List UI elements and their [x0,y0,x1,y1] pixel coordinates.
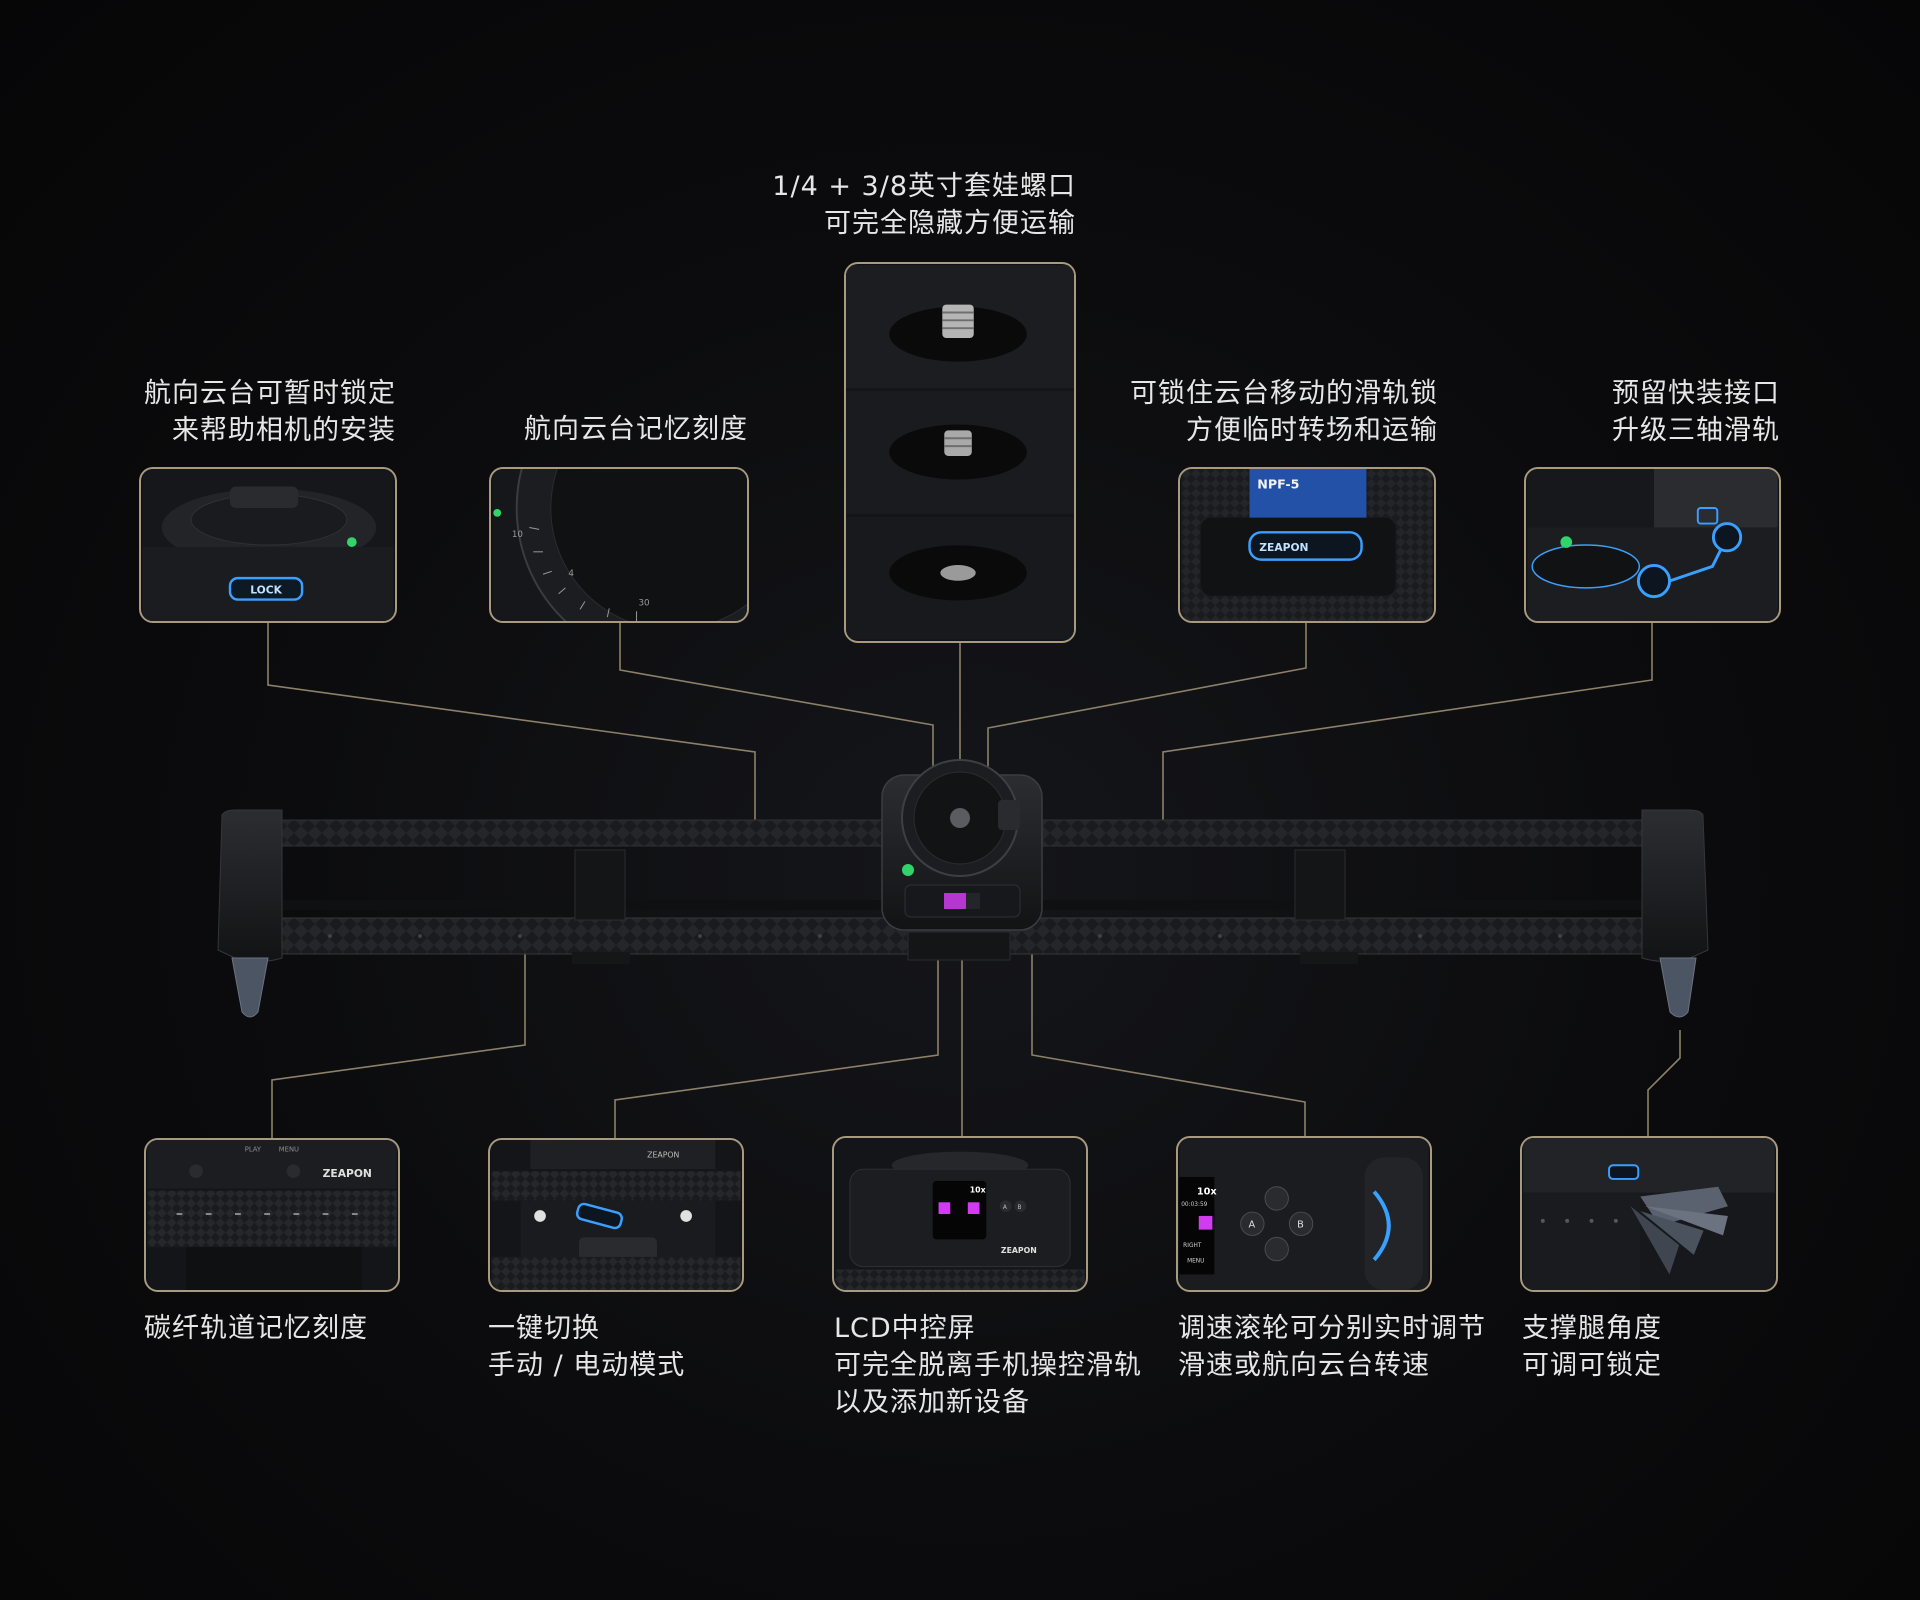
carbon-brand: ZEAPON [323,1167,372,1180]
quick-mount-illustration [1527,469,1778,621]
screw-illustration [846,265,1074,640]
carbon-menu-label: MENU [279,1146,299,1154]
card-pan-lock: LOCK [139,467,397,623]
caption-speed-wheel-line2: 滑速或航向云台转速 [1178,1350,1430,1381]
battery-label: NPF-5 [1257,476,1299,491]
mode-brand: ZEAPON [647,1151,679,1160]
scale-tick-c: 30 [638,598,649,608]
rail-end-cap-left [217,809,283,962]
card-quick-mount [1524,467,1781,623]
scale-tick-a: 10 [512,530,523,540]
leg-right [1659,957,1697,1018]
card-speed-wheel: 10x 00:03:59 RIGHT MENU A B [1176,1136,1432,1292]
caption-leg-angle-line1: 支撑腿角度 [1522,1313,1662,1344]
wheel-right: RIGHT [1183,1243,1202,1249]
caption-lcd-line3: 以及添加新设备 [834,1387,1030,1418]
card-rail-lock: NPF-5 ZEAPON [1178,467,1436,623]
caption-mode-switch-line2: 手动 / 电动模式 [488,1350,686,1381]
caption-mode-switch-line1: 一键切换 [488,1313,600,1344]
caption-quick-mount: 预留快装接口 升级三轴滑轨 [1500,375,1780,449]
card-lcd: 10x A B ZEAPON [832,1136,1088,1292]
wheel-btn-a: A [1248,1220,1255,1231]
caption-rail-lock-line1: 可锁住云台移动的滑轨锁 [1130,378,1438,409]
caption-rail-lock-line2: 方便临时转场和运输 [1186,415,1438,446]
lcd-btn-a: A [1003,1205,1007,1211]
card-carbon-scale: PLAY MENU ZEAPON [144,1138,400,1292]
caption-screw: 1/4 + 3/8英寸套娃螺口 可完全隐藏方便运输 [760,168,1076,242]
caption-pan-scale-line1: 航向云台记忆刻度 [524,414,748,445]
caption-leg-angle-line2: 可调可锁定 [1522,1350,1662,1381]
caption-pan-lock-line1: 航向云台可暂时锁定 [144,378,396,409]
caption-carbon-scale-line1: 碳纤轨道记忆刻度 [144,1313,368,1344]
caption-speed-wheel-line1: 调速滚轮可分别实时调节 [1178,1313,1486,1344]
scale-tick-b: 4 [568,569,574,579]
leg-left [231,957,269,1018]
caption-speed-wheel: 调速滚轮可分别实时调节 滑速或航向云台转速 [1178,1310,1486,1384]
caption-screw-line1: 1/4 + 3/8英寸套娃螺口 [772,171,1076,202]
caption-lcd-line1: LCD中控屏 [834,1313,976,1344]
caption-carbon-scale: 碳纤轨道记忆刻度 [144,1310,368,1347]
rail-support-right [1294,849,1346,921]
lcd-illustration: 10x A B ZEAPON [835,1138,1085,1290]
pan-lock-illustration: LOCK [142,469,394,621]
leg-angle-illustration [1523,1138,1775,1290]
caption-lcd: LCD中控屏 可完全脱离手机操控滑轨 以及添加新设备 [834,1310,1142,1421]
carbon-scale-illustration: PLAY MENU ZEAPON [147,1140,397,1290]
rail-lock-illustration: NPF-5 ZEAPON [1181,469,1433,621]
caption-mode-switch: 一键切换 手动 / 电动模式 [488,1310,685,1384]
rail-end-cap-right [1641,809,1709,962]
caption-screw-line2: 可完全隐藏方便运输 [824,208,1076,239]
caption-leg-angle: 支撑腿角度 可调可锁定 [1522,1310,1662,1384]
caption-pan-lock-line2: 来帮助相机的安装 [172,415,396,446]
card-pan-scale: 10 4 30 [489,467,749,623]
caption-quick-mount-line2: 升级三轴滑轨 [1612,415,1780,446]
carbon-play-label: PLAY [245,1146,262,1154]
rail-lock-brand: ZEAPON [1259,541,1308,554]
lcd-brand: ZEAPON [1001,1246,1037,1255]
wheel-menu: MENU [1187,1259,1204,1265]
caption-lcd-line2: 可完全脱离手机操控滑轨 [834,1350,1142,1381]
mode-switch-illustration: ZEAPON [491,1140,741,1290]
caption-quick-mount-line1: 预留快装接口 [1612,378,1780,409]
rail-support-left [574,849,626,921]
wheel-speed: 10x [1197,1187,1218,1198]
carriage-led [902,864,914,876]
wheel-btn-b: B [1297,1220,1304,1231]
lcd-speed: 10x [970,1186,986,1195]
card-mode-switch: ZEAPON [488,1138,744,1292]
pan-scale-illustration: 10 4 30 [492,469,747,621]
card-leg-angle [1520,1136,1778,1292]
lock-badge-text: LOCK [250,584,282,597]
caption-rail-lock: 可锁住云台移动的滑轨锁 方便临时转场和运输 [1100,375,1438,449]
card-screw [844,262,1076,643]
speed-wheel-illustration: 10x 00:03:59 RIGHT MENU A B [1179,1138,1429,1290]
caption-pan-lock: 航向云台可暂时锁定 来帮助相机的安装 [120,375,396,449]
wheel-time: 00:03:59 [1181,1202,1207,1208]
caption-pan-scale: 航向云台记忆刻度 [480,411,748,448]
lcd-btn-b: B [1017,1205,1021,1211]
